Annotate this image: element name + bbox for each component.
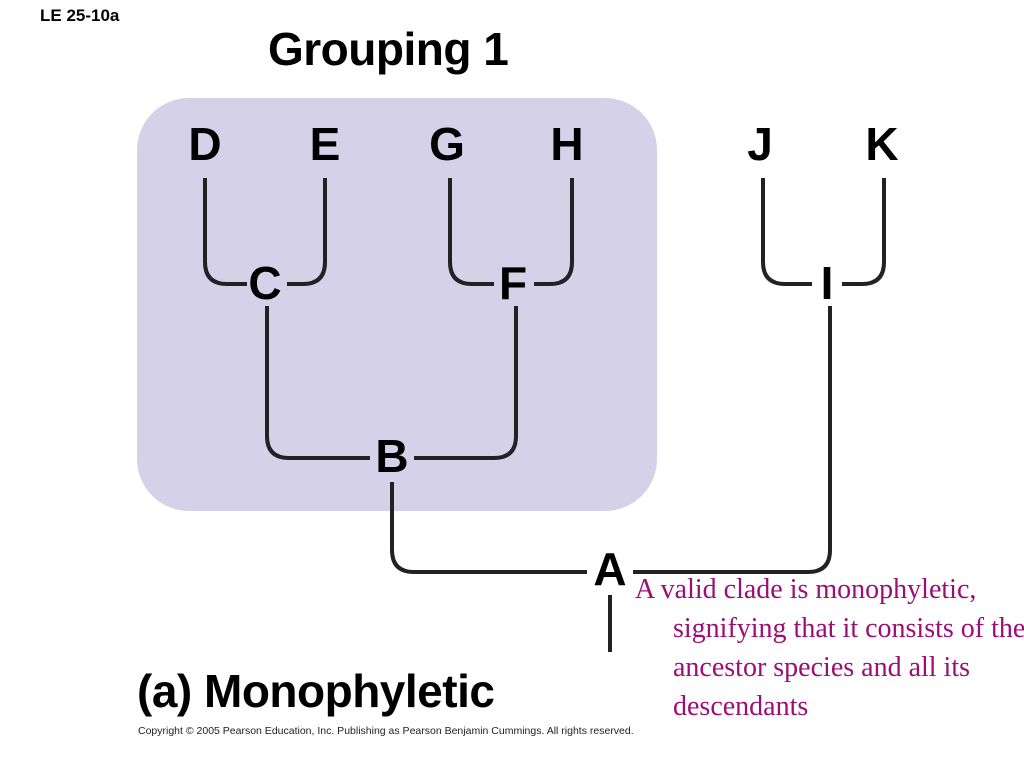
branch-j-i xyxy=(761,178,812,286)
branch-f-b xyxy=(414,306,518,460)
node-d: D xyxy=(188,118,221,170)
slide-id: LE 25-10a xyxy=(40,6,120,25)
diagram-caption: (a) Monophyletic xyxy=(137,665,495,717)
node-g: G xyxy=(429,118,465,170)
node-c: C xyxy=(248,257,281,309)
node-e: E xyxy=(310,118,341,170)
branch-h-f xyxy=(534,178,574,286)
diagram-title: Grouping 1 xyxy=(268,23,509,75)
node-i: I xyxy=(821,257,834,309)
branch-b-a xyxy=(390,482,587,574)
node-h: H xyxy=(550,118,583,170)
node-a: A xyxy=(593,543,626,595)
branch-k-i xyxy=(842,178,886,286)
branch-i-a xyxy=(633,306,832,574)
branch-c-b xyxy=(265,306,370,460)
branch-d-c xyxy=(203,178,247,286)
explanatory-note: A valid clade is monophyletic, signifyin… xyxy=(635,574,1024,722)
node-j: J xyxy=(747,118,773,170)
node-b: B xyxy=(375,430,408,482)
node-f: F xyxy=(499,257,527,309)
branch-g-f xyxy=(448,178,494,286)
copyright-notice: Copyright © 2005 Pearson Education, Inc.… xyxy=(138,725,634,737)
clade-highlight-box xyxy=(137,98,657,511)
branch-e-c xyxy=(287,178,327,286)
node-k: K xyxy=(865,118,898,170)
